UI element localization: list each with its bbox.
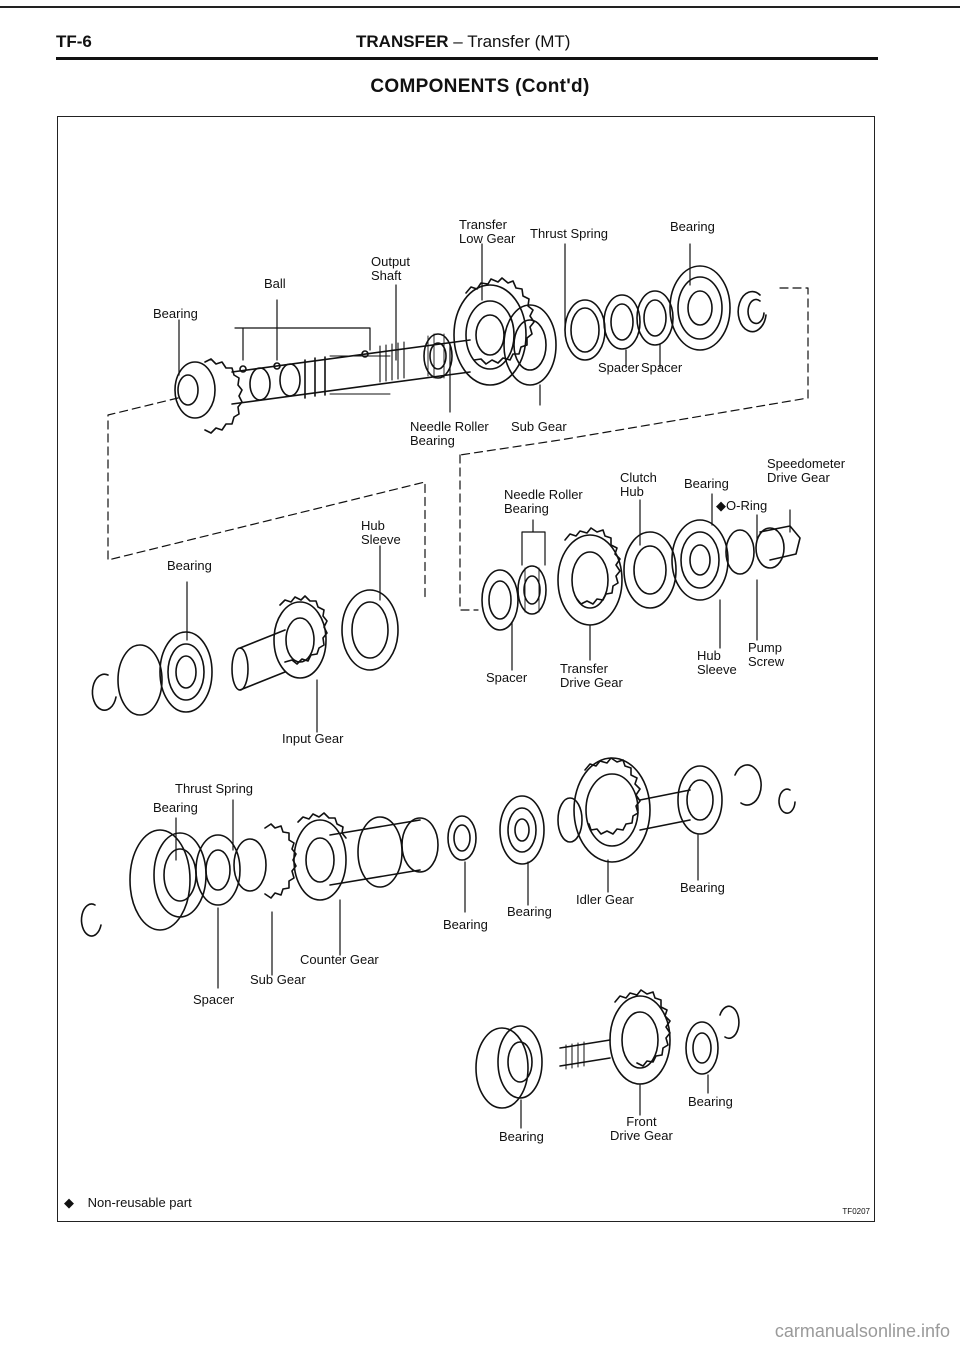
label-hub-sleeve-left: Hub Sleeve bbox=[361, 518, 401, 547]
leader-lines-upper bbox=[178, 243, 691, 413]
label-transfer-drive-gear: Transfer Drive Gear bbox=[560, 661, 623, 690]
label-idler-gear: Idler Gear bbox=[576, 892, 634, 907]
label-thrust-spring-top: Thrust Spring bbox=[530, 226, 609, 241]
section-title: COMPONENTS (Cont'd) bbox=[370, 76, 590, 97]
label-pump-screw: Pump Screw bbox=[748, 640, 785, 669]
chapter-title: TRANSFER bbox=[356, 32, 449, 51]
title-dash: – bbox=[453, 32, 463, 51]
top-rule bbox=[0, 6, 960, 8]
running-title: TRANSFER – Transfer (MT) bbox=[356, 32, 570, 52]
leader-lines-mid bbox=[511, 493, 791, 671]
label-needle-roller-bearing-mid: Needle Roller Bearing bbox=[504, 487, 583, 516]
front-drive-gear-assembly bbox=[475, 989, 740, 1109]
label-hub-sleeve-right: Hub Sleeve bbox=[697, 648, 737, 677]
label-output-shaft: Output Shaft bbox=[371, 254, 411, 283]
label-spacer-bottom: Spacer bbox=[193, 992, 235, 1007]
dashed-route-lines bbox=[107, 287, 809, 611]
label-spacer-b: Spacer bbox=[641, 360, 683, 375]
leader-lines-input bbox=[186, 545, 381, 733]
label-o-ring: ◆O-Ring bbox=[716, 498, 768, 513]
input-gear-assembly bbox=[91, 589, 399, 716]
label-bearing-mid-left: Bearing bbox=[167, 558, 212, 573]
non-reusable-marker: ◆ bbox=[716, 498, 726, 513]
counter-gear-assembly bbox=[80, 795, 545, 937]
label-sub-gear-bottom: Sub Gear bbox=[250, 972, 306, 987]
leader-lines-lower bbox=[175, 799, 699, 989]
label-bearing-front-right: Bearing bbox=[688, 1094, 733, 1109]
subchapter-title: Transfer (MT) bbox=[467, 32, 571, 51]
label-clutch-hub: Clutch Hub bbox=[620, 470, 657, 499]
label-counter-gear: Counter Gear bbox=[300, 952, 379, 967]
label-thrust-spring-bottom: Thrust Spring bbox=[175, 781, 254, 796]
legend-symbol: ◆ bbox=[64, 1195, 74, 1210]
label-speedometer-drive-gear: Speedometer Drive Gear bbox=[767, 456, 846, 485]
legend: ◆ Non-reusable part bbox=[64, 1196, 192, 1210]
label-bearing-mid-right: Bearing bbox=[684, 476, 729, 491]
page-code: TF-6 bbox=[56, 32, 92, 51]
label-bearing-low-right: Bearing bbox=[680, 880, 725, 895]
idler-gear-assembly bbox=[557, 757, 796, 863]
label-input-gear: Input Gear bbox=[282, 731, 344, 746]
label-needle-roller-bearing-top: Needle Roller Bearing bbox=[410, 419, 489, 448]
watermark: carmanualsonline.info bbox=[774, 1321, 950, 1341]
label-ball: Ball bbox=[264, 276, 286, 291]
figure-code: TF0207 bbox=[842, 1207, 870, 1216]
label-bearing-front-left: Bearing bbox=[499, 1129, 544, 1144]
label-spacer-mid: Spacer bbox=[486, 670, 528, 685]
label-spacer-a: Spacer bbox=[598, 360, 640, 375]
output-shaft-assembly bbox=[174, 265, 767, 434]
title-rule bbox=[56, 57, 878, 60]
label-sub-gear-top: Sub Gear bbox=[511, 419, 567, 434]
legend-text: Non-reusable part bbox=[87, 1195, 192, 1210]
leader-lines-front bbox=[520, 1074, 709, 1129]
label-bearing-low-c2: Bearing bbox=[507, 904, 552, 919]
figure-frame bbox=[57, 116, 875, 1222]
transfer-drive-gear-assembly bbox=[481, 519, 801, 631]
label-transfer-low-gear: Transfer Low Gear bbox=[459, 217, 516, 246]
label-bearing-low-left: Bearing bbox=[153, 800, 198, 815]
label-bearing-low-c1: Bearing bbox=[443, 917, 488, 932]
label-bearing-top-right: Bearing bbox=[670, 219, 715, 234]
label-front-drive-gear: Front Drive Gear bbox=[610, 1114, 673, 1143]
label-bearing-top-left: Bearing bbox=[153, 306, 198, 321]
